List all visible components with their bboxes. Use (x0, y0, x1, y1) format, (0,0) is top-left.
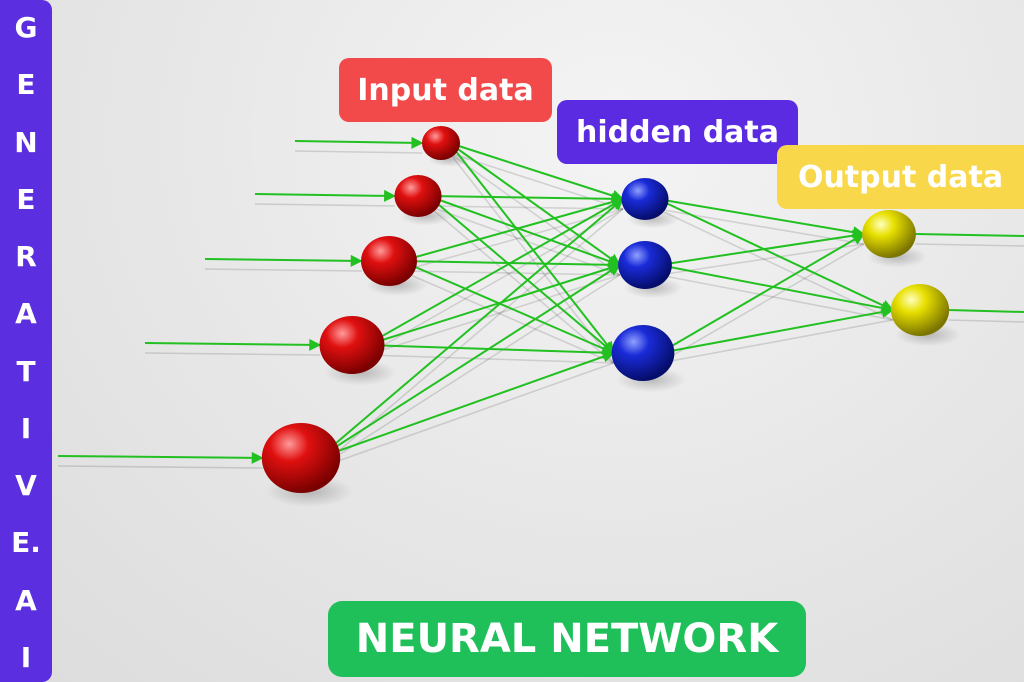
banner-letter: A (15, 297, 37, 331)
input-arrow (57, 451, 264, 464)
input-hidden-connection (427, 195, 615, 354)
input-hidden-connection-shadow (401, 270, 614, 364)
output-line (915, 233, 1024, 237)
input-hidden-connection-shadow (401, 270, 620, 276)
banner-letter: G (14, 11, 38, 44)
hidden-node (611, 325, 675, 381)
output-line-shadow (948, 319, 1024, 323)
input-hidden-connection (401, 260, 615, 355)
hidden-output-connection (657, 198, 894, 311)
input-hidden-connection (318, 350, 615, 459)
input-node (361, 236, 417, 286)
output-data-label: Output data (777, 145, 1024, 209)
input-hidden-connection (428, 195, 621, 267)
hidden-output-connection (659, 229, 865, 266)
input-arrow (294, 136, 424, 149)
hidden-node (621, 178, 669, 220)
input-node (261, 423, 341, 493)
hidden-output-connection-shadow (659, 319, 893, 364)
input-node (319, 316, 385, 374)
input-hidden-connection (428, 192, 625, 205)
hidden-output-connection (657, 198, 865, 239)
input-arrow (204, 254, 363, 267)
input-hidden-connection-shadow (318, 274, 621, 469)
input-arrow-shadow (57, 465, 263, 469)
input-hidden-connection (449, 142, 625, 202)
input-hidden-connection-shadow (449, 152, 624, 210)
banner-letter: A (15, 583, 37, 617)
input-hidden-connection-shadow (366, 274, 621, 356)
input-hidden-connection (401, 196, 625, 262)
output-line-shadow (915, 243, 1024, 247)
banner-letter: I (20, 411, 32, 445)
input-node (421, 126, 461, 160)
hidden-node (618, 241, 672, 289)
input-hidden-connection (448, 142, 615, 354)
banner-letter: V (15, 469, 37, 503)
hidden-output-connection-shadow (659, 243, 864, 276)
hidden-output-connection-shadow (659, 243, 865, 364)
input-arrow (254, 189, 397, 202)
input-data-label: Input data (339, 58, 552, 122)
input-hidden-connection-shadow (448, 152, 615, 364)
input-hidden-connection (448, 142, 621, 266)
banner-letter: R (15, 240, 37, 274)
input-hidden-connection-shadow (318, 362, 614, 469)
banner-letter: E (16, 182, 36, 216)
banner-letter: N (14, 125, 38, 159)
input-hidden-connection (366, 262, 621, 346)
banner-letter: E. (11, 526, 41, 560)
banner-letter: E (16, 68, 36, 102)
input-node (394, 175, 442, 217)
input-arrow-shadow (254, 203, 395, 207)
output-node (890, 284, 950, 336)
hidden-output-connection (659, 264, 894, 314)
banner-letter: T (16, 354, 36, 388)
hidden-output-connection (659, 233, 865, 354)
input-hidden-connection (317, 264, 621, 459)
hidden-data-label: hidden data (557, 100, 798, 164)
input-arrow-shadow (294, 150, 423, 154)
input-arrow-shadow (204, 268, 362, 272)
input-hidden-connection-shadow (366, 354, 614, 364)
input-arrow-shadow (144, 352, 321, 356)
banner-letter: I (20, 640, 32, 674)
output-node (862, 210, 916, 258)
title-banner: NEURAL NETWORK (328, 601, 806, 677)
hidden-output-connection (659, 306, 894, 354)
hidden-output-connection-shadow (659, 274, 893, 321)
input-arrow (144, 338, 322, 351)
input-hidden-connection (366, 198, 624, 346)
input-hidden-connection (317, 198, 624, 459)
output-line (948, 309, 1024, 313)
